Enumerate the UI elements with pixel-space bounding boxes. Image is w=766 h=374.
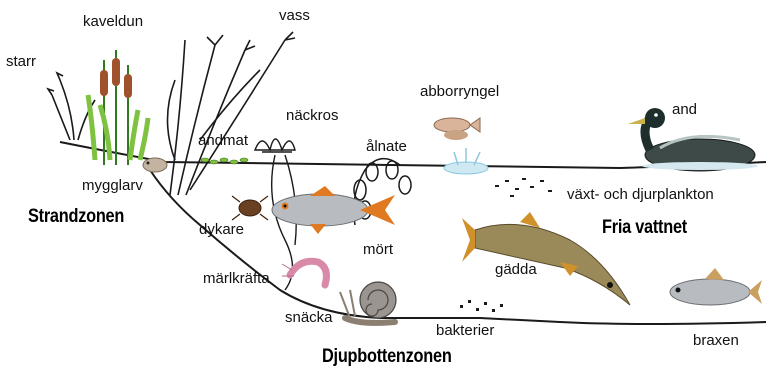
bream-fish-icon xyxy=(670,268,762,305)
zone-label-strandzonen: Strandzonen xyxy=(28,207,124,226)
zone-label-fria-vattnet: Fria vattnet xyxy=(602,218,687,237)
label-braxen: braxen xyxy=(693,333,739,348)
freshwater-shrimp-icon xyxy=(282,261,326,285)
label-alnate: ålnate xyxy=(366,139,407,154)
label-marlkrafta: märlkräfta xyxy=(203,271,270,286)
reed-plant-icon xyxy=(168,32,296,195)
label-abborryngel: abborryngel xyxy=(420,84,499,99)
label-bakterier: bakterier xyxy=(436,323,494,338)
label-mort: mört xyxy=(363,242,393,257)
label-plankton: växt- och djurplankton xyxy=(567,187,714,202)
label-andmat: andmat xyxy=(198,133,248,148)
label-vass: vass xyxy=(279,8,310,23)
plankton-dots-icon xyxy=(495,178,552,197)
zone-label-djupbottenzonen: Djupbottenzonen xyxy=(322,347,452,366)
label-mygglarv: mygglarv xyxy=(82,178,143,193)
bacteria-dots-icon xyxy=(460,300,503,312)
label-nackros: näckros xyxy=(286,108,339,123)
water-splash-icon xyxy=(444,148,488,174)
label-kaveldun: kaveldun xyxy=(83,14,143,29)
label-and: and xyxy=(672,102,697,117)
label-snacka: snäcka xyxy=(285,310,333,325)
perch-fry-icon xyxy=(434,118,480,140)
cattail-plant-icon xyxy=(88,50,148,165)
roach-fish-icon xyxy=(272,186,395,234)
diving-beetle-icon xyxy=(232,196,268,220)
label-starr: starr xyxy=(6,54,36,69)
larva-icon xyxy=(143,158,167,172)
label-gadda: gädda xyxy=(495,262,537,277)
label-dykare: dykare xyxy=(199,222,244,237)
